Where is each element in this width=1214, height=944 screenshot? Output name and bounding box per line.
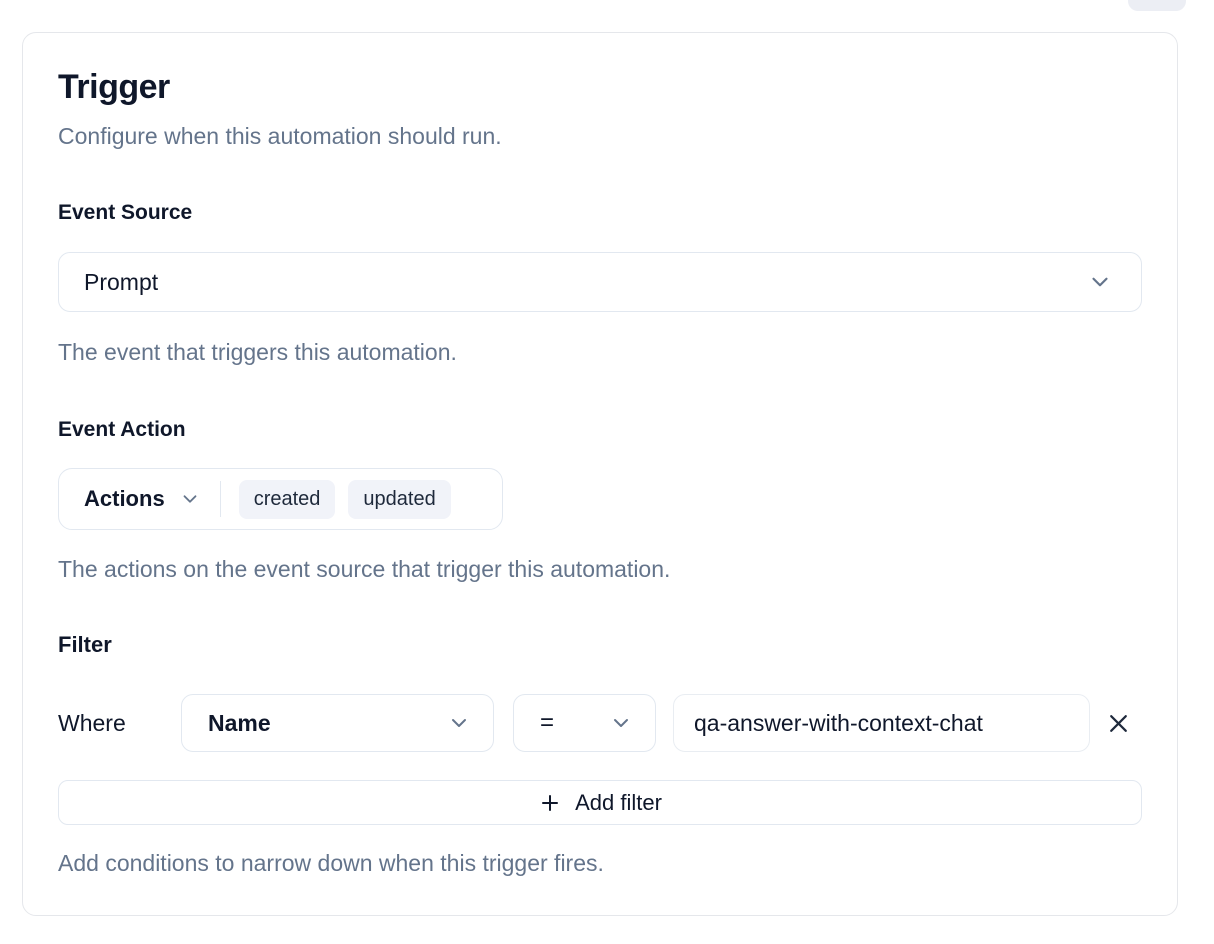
- chevron-down-icon: [1087, 269, 1113, 295]
- plus-icon: [538, 791, 562, 815]
- chevron-down-icon: [179, 488, 201, 510]
- event-action-help: The actions on the event source that tri…: [58, 556, 671, 582]
- event-action-label: Event Action: [58, 418, 186, 441]
- partial-element-top-right: [1128, 0, 1186, 11]
- filter-field-select[interactable]: Name: [181, 694, 494, 752]
- event-action-dropdown[interactable]: Actions: [84, 486, 201, 512]
- event-action-dropdown-label: Actions: [84, 486, 165, 511]
- chevron-down-icon: [447, 711, 471, 735]
- chevron-down-icon: [609, 711, 633, 735]
- event-source-selected-value: Prompt: [84, 268, 159, 295]
- where-label: Where: [58, 709, 126, 736]
- close-icon: [1106, 711, 1131, 736]
- divider: [219, 481, 221, 517]
- event-source-label: Event Source: [58, 201, 193, 224]
- page-subtitle: Configure when this automation should ru…: [58, 123, 502, 149]
- filter-field-selected-value: Name: [208, 709, 271, 736]
- filter-operator-select[interactable]: =: [513, 694, 656, 752]
- filter-help: Add conditions to narrow down when this …: [58, 850, 604, 876]
- add-filter-button-label: Add filter: [575, 789, 662, 815]
- event-source-help: The event that triggers this automation.: [58, 339, 457, 365]
- action-chip-created[interactable]: created: [238, 479, 336, 519]
- filter-label: Filter: [58, 632, 112, 657]
- action-chip-updated[interactable]: updated: [348, 479, 451, 519]
- filter-condition-row: Where Name =: [58, 694, 1142, 752]
- remove-filter-button[interactable]: [1094, 699, 1142, 747]
- event-action-group: Actions created updated: [58, 468, 503, 530]
- add-filter-button[interactable]: Add filter: [58, 780, 1142, 825]
- trigger-card: Trigger Configure when this automation s…: [22, 32, 1178, 916]
- page-title: Trigger: [58, 68, 170, 106]
- filter-value-input[interactable]: [673, 694, 1090, 752]
- event-source-select[interactable]: Prompt: [58, 252, 1142, 312]
- filter-operator-selected-value: =: [540, 709, 555, 736]
